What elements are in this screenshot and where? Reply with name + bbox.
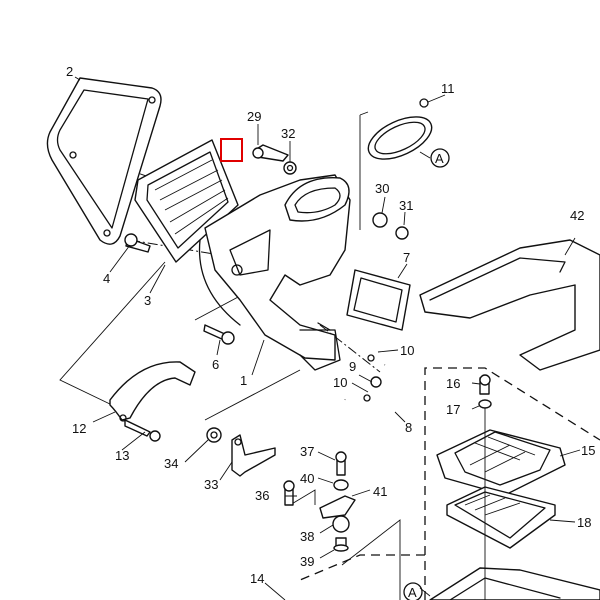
part-14-case[interactable] — [429, 567, 600, 600]
callout-15[interactable]: 15 — [581, 443, 595, 458]
reference-a-circle — [430, 148, 450, 168]
reference-a-circle-lower — [403, 582, 423, 600]
callout-38[interactable]: 38 — [300, 529, 314, 544]
callout-39[interactable]: 39 — [300, 554, 314, 569]
callout-17[interactable]: 17 — [446, 402, 460, 417]
part-12-bracket[interactable] — [109, 361, 196, 422]
callout-33[interactable]: 33 — [204, 477, 218, 492]
callout-30[interactable]: 30 — [375, 181, 389, 196]
callout-A[interactable]: A — [435, 151, 444, 166]
callout-7[interactable]: 7 — [403, 250, 410, 265]
callout-32[interactable]: 32 — [281, 126, 295, 141]
callout-42[interactable]: 42 — [570, 208, 584, 223]
callout-8[interactable]: 8 — [405, 420, 412, 435]
callout-labels: 2 29 32 11 A 30 31 42 7 4 3 6 1 10 9 10 … — [66, 64, 595, 600]
callout-41[interactable]: 41 — [373, 484, 387, 499]
part-2-cover[interactable] — [46, 77, 162, 245]
callout-10-lower[interactable]: 10 — [333, 375, 347, 390]
callout-6[interactable]: 6 — [212, 357, 219, 372]
callout-3[interactable]: 3 — [144, 293, 151, 308]
dashed-group-box — [424, 367, 600, 600]
callout-4[interactable]: 4 — [103, 271, 110, 286]
callout-12[interactable]: 12 — [72, 421, 86, 436]
callout-36[interactable]: 36 — [255, 488, 269, 503]
callout-34[interactable]: 34 — [164, 456, 178, 471]
callout-14[interactable]: 14 — [250, 571, 264, 586]
part-15-case-cover[interactable] — [436, 429, 566, 496]
callout-37[interactable]: 37 — [300, 444, 314, 459]
callout-29[interactable]: 29 — [247, 109, 261, 124]
callout-13[interactable]: 13 — [115, 448, 129, 463]
callout-2[interactable]: 2 — [66, 64, 73, 79]
part-33-stay[interactable] — [231, 434, 276, 477]
part-42-duct[interactable] — [419, 239, 600, 371]
callout-10-upper[interactable]: 10 — [400, 343, 414, 358]
callout-18[interactable]: 18 — [577, 515, 591, 530]
part-7-gasket[interactable] — [346, 269, 411, 331]
dashed-group-box-bottom — [299, 554, 425, 581]
callout-A-lower[interactable]: A — [408, 585, 417, 600]
callout-16[interactable]: 16 — [446, 376, 460, 391]
callout-31[interactable]: 31 — [399, 198, 413, 213]
callout-11[interactable]: 11 — [441, 81, 455, 96]
part-8-hose[interactable] — [341, 354, 399, 444]
highlight-marker — [220, 138, 243, 162]
callout-1[interactable]: 1 — [240, 373, 247, 388]
part-1-housing[interactable] — [198, 174, 351, 371]
part-11-band[interactable] — [362, 98, 438, 168]
callout-40[interactable]: 40 — [300, 471, 314, 486]
callout-9[interactable]: 9 — [349, 359, 356, 374]
part-18-filter[interactable] — [446, 486, 556, 549]
leader-lines — [74, 76, 581, 600]
